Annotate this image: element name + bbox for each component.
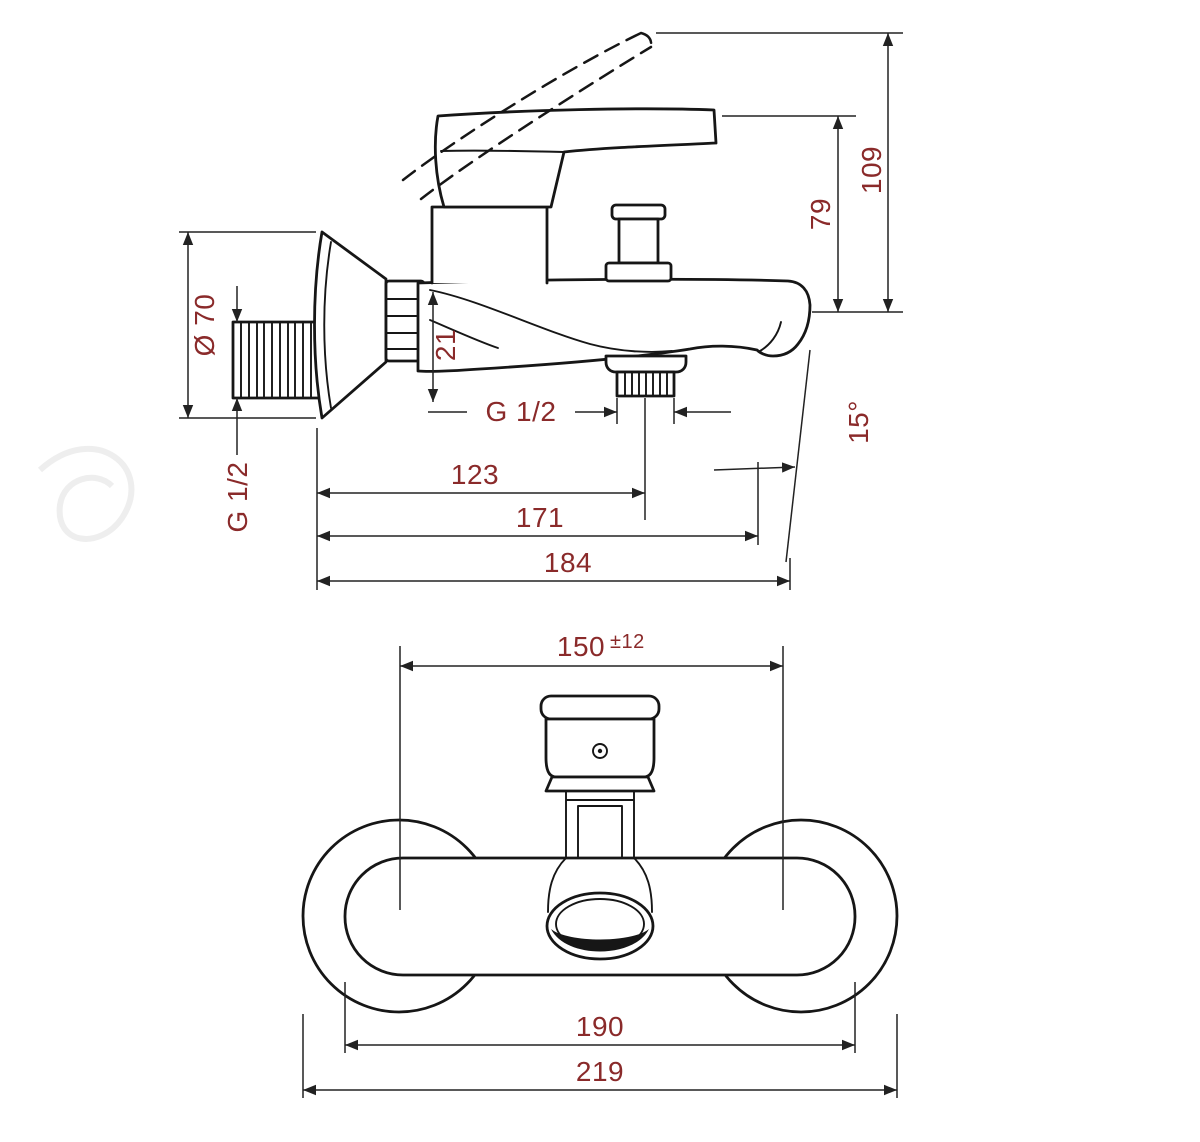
handle-front [539,694,661,859]
shower-outlet-thread [604,354,688,398]
dim-label-150: 150 [557,631,605,662]
dim-label-150-tolerance: ±12 [610,631,645,653]
dim-label-190: 190 [576,1011,624,1042]
dim-label-109: 109 [856,146,887,194]
dim-79: 79 [722,115,903,313]
dim-g12-spout: G 1/2 [428,394,731,427]
side-view-dimensions: Ø 70 G 1/2 21 G 1/2 123 [179,32,903,590]
front-view [301,694,899,1014]
handle-raised-dashed [401,31,653,201]
dim-15deg: 15° [713,349,874,563]
union-nut [384,279,426,363]
dim-label-g12-wall: G 1/2 [222,462,253,533]
dim-219: 219 [302,1014,898,1098]
dim-123: 123 [317,459,645,499]
dim-label-171: 171 [516,502,564,533]
dim-label-219: 219 [576,1056,624,1087]
dim-109: 109 [656,32,903,312]
dim-label-123: 123 [451,459,499,490]
front-view-dimensions: 150 ±12 190 219 [302,631,898,1098]
dim-label-g12-spout: G 1/2 [486,396,557,427]
spout [416,277,812,373]
dim-label-dia70: Ø 70 [189,294,220,357]
wall-escutcheon [313,230,388,420]
spout-opening [551,929,649,952]
spout-front [545,857,655,961]
dim-label-21: 21 [430,329,461,361]
diverter-knob [604,203,673,283]
handle-lever [433,107,718,209]
dim-190: 190 [344,982,856,1053]
dim-g12-wall: G 1/2 [222,286,253,532]
side-view [231,31,812,420]
dim-171: 171 [317,502,758,542]
dim-label-15deg: 15° [843,400,874,444]
dim-label-184: 184 [544,547,592,578]
mixer-body [430,205,549,285]
dim-184: 184 [317,547,790,587]
dim-21: 21 [427,292,461,402]
dim-150: 150 ±12 [399,631,784,910]
watermark [37,446,135,542]
dim-label-79: 79 [805,198,836,230]
dim-dia70: Ø 70 [179,231,316,419]
extension-lines [316,398,791,590]
